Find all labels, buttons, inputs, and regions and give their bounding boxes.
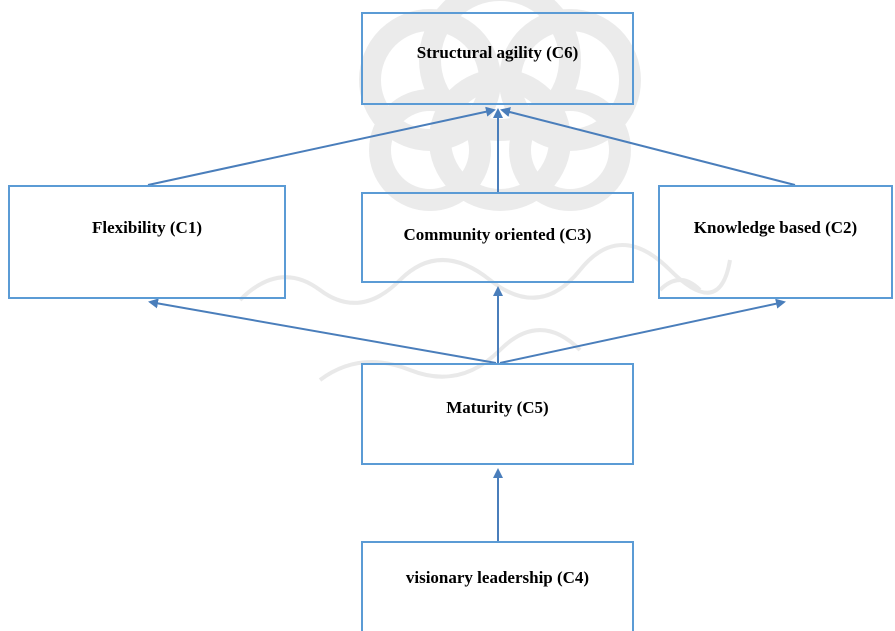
node-maturity: Maturity (C5) xyxy=(361,363,634,465)
node-visionary-leadership: visionary leadership (C4) xyxy=(361,541,634,631)
node-label: Structural agility (C6) xyxy=(416,43,579,62)
edge-c5-to-c1 xyxy=(148,298,497,364)
node-structural-agility: Structural agility (C6) xyxy=(361,12,634,105)
node-label: Knowledge based (C2) xyxy=(693,218,858,237)
node-label: Maturity (C5) xyxy=(446,398,549,417)
edge-c1-to-c6 xyxy=(147,106,496,186)
edge-c5-to-c2 xyxy=(499,298,786,364)
node-label: Community oriented (C3) xyxy=(403,225,592,244)
node-label: visionary leadership (C4) xyxy=(405,568,590,587)
edge-c2-to-c6 xyxy=(500,107,796,186)
node-community-oriented: Community oriented (C3) xyxy=(361,192,634,283)
node-knowledge-based: Knowledge based (C2) xyxy=(658,185,893,299)
node-flexibility: Flexibility (C1) xyxy=(8,185,286,299)
node-label: Flexibility (C1) xyxy=(91,218,202,237)
